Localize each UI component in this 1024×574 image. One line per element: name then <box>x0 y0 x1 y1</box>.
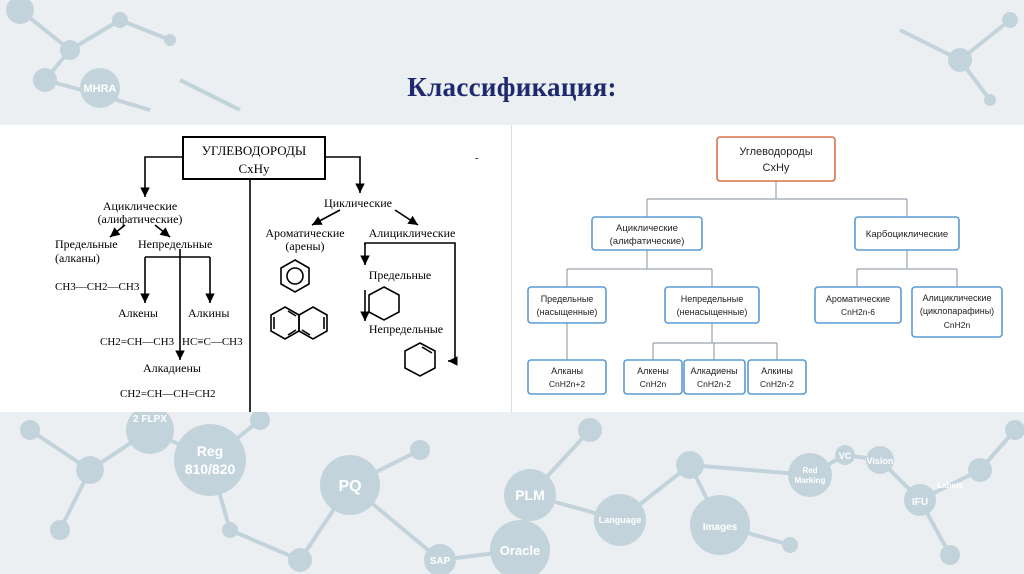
left-unsaturated-label: Непредельные <box>138 237 212 251</box>
right-aromatic-formula: CnH2n-6 <box>841 307 875 317</box>
left-aromatic-sublabel: (арены) <box>285 239 324 253</box>
cyclohexene-structure <box>404 342 436 377</box>
bg-label: VC <box>839 451 852 461</box>
right-alkenes-label: Алкены <box>637 366 669 376</box>
left-alicyclic-unsaturated-label: Непредельные <box>369 322 443 336</box>
left-alicyclic-label: Алициклические <box>369 226 456 240</box>
left-aromatic-label: Ароматические <box>265 226 344 240</box>
left-alkadienes-label: Алкадиены <box>143 361 201 375</box>
right-saturated-label: Предельные <box>541 294 594 304</box>
left-alkene-formula: CH2=CH—CH3 <box>100 336 175 348</box>
right-acyclic-sublabel: (алифатические) <box>610 236 685 247</box>
right-alicyclic-box <box>911 286 1003 338</box>
left-alicyclic-saturated-label: Предельные <box>369 268 432 282</box>
right-alkanes-formula: CnH2n+2 <box>549 379 585 389</box>
bg-label: IFU <box>912 497 928 508</box>
right-alicyclic-formula: CnH2n <box>944 320 971 330</box>
benzene-structure <box>280 259 310 293</box>
left-alkyne-formula: HC≡C—CH3 <box>182 336 243 348</box>
right-root-box <box>716 136 836 182</box>
left-saturated-label: Предельные <box>55 237 118 251</box>
bg-label: Labels <box>937 481 963 490</box>
left-stray-mark: - <box>475 153 478 164</box>
bg-label: Language <box>599 515 642 525</box>
left-alkenes-label: Алкены <box>118 306 158 320</box>
right-acyclic-label: Ациклические <box>616 223 678 234</box>
right-connectors <box>566 181 958 360</box>
bg-label: 810/820 <box>185 461 236 477</box>
left-classification-diagram: УГЛЕВОДОРОДЫ CxHy А <box>0 125 512 412</box>
right-unsaturated-box <box>664 286 760 324</box>
right-carbocyclic-box <box>854 216 960 251</box>
left-saturated-sublabel: (алканы) <box>55 251 100 265</box>
right-alkynes-formula: CnH2n-2 <box>760 379 794 389</box>
right-acyclic-box <box>591 216 703 251</box>
bg-label: Marking <box>795 476 826 485</box>
right-alkenes-box <box>623 359 683 395</box>
naphthalene-structure <box>270 306 328 340</box>
left-acyclic-label: Ациклические <box>103 199 177 213</box>
bg-label: MHRA <box>84 83 117 95</box>
left-root-box <box>182 136 326 180</box>
bg-label: Red <box>802 466 817 475</box>
left-root-formula: CxHy <box>238 161 270 176</box>
right-alkadienes-formula: CnH2n-2 <box>697 379 731 389</box>
bg-label: Oracle <box>500 543 540 558</box>
panel-divider <box>511 125 512 412</box>
right-alicyclic-label: Алициклические <box>923 293 992 303</box>
bg-label: 2 FLPX <box>133 414 167 425</box>
right-saturated-sublabel: (насыщенные) <box>537 307 598 317</box>
right-alkanes-label: Алканы <box>551 366 583 376</box>
slide-title: Классификация: <box>407 72 617 102</box>
right-alkanes-box <box>527 359 607 395</box>
bg-label: PLM <box>515 487 545 503</box>
right-alkynes-label: Алкины <box>761 366 793 376</box>
right-alkadienes-box <box>683 359 746 395</box>
left-alkane-formula: CH3—CH2—CH3 <box>55 281 140 293</box>
bg-label: SAP <box>430 556 451 567</box>
right-saturated-box <box>527 286 607 324</box>
right-root-label: Углеводороды <box>739 146 812 158</box>
right-alkenes-formula: CnH2n <box>640 379 667 389</box>
right-aromatic-box <box>814 286 902 324</box>
right-unsaturated-label: Непредельные <box>681 294 744 304</box>
left-alkynes-label: Алкины <box>188 306 229 320</box>
right-carbocyclic-label: Карбоциклические <box>866 229 948 240</box>
right-unsaturated-sublabel: (ненасыщенные) <box>677 307 748 317</box>
right-classification-diagram: Углеводороды CxHy Ациклические (алифатич… <box>512 125 1024 412</box>
right-aromatic-label: Ароматические <box>826 294 890 304</box>
left-alkadiene-formula: CH2=CH—CH=CH2 <box>120 388 216 400</box>
left-acyclic-sublabel: (алифатические) <box>98 212 183 226</box>
left-cyclic-label: Циклические <box>324 196 392 210</box>
right-alkynes-box <box>747 359 807 395</box>
right-alicyclic-sublabel: (циклопарафины) <box>920 306 994 316</box>
bg-label: Vision <box>867 456 894 466</box>
right-alkadienes-label: Алкадиены <box>690 366 737 376</box>
bg-label: Reg <box>197 443 223 459</box>
bg-label: PQ <box>338 478 361 495</box>
left-root-label: УГЛЕВОДОРОДЫ <box>202 143 307 158</box>
bg-label: Images <box>703 522 738 533</box>
right-root-formula: CxHy <box>763 162 790 174</box>
cyclohexane-structure <box>368 286 400 321</box>
